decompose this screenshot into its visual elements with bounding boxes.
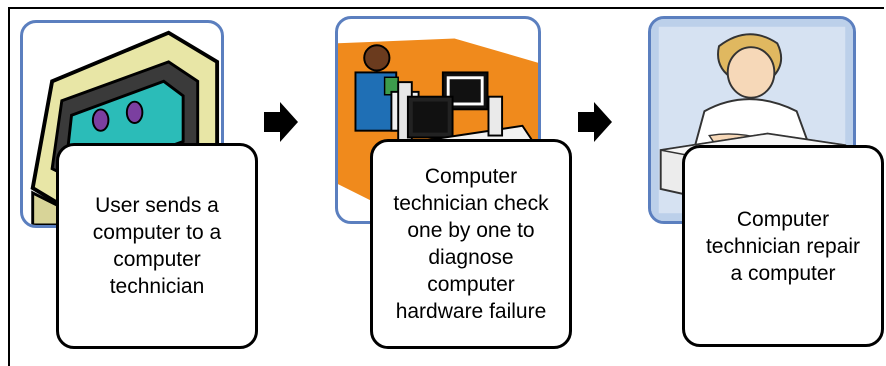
- frame-top-border: [8, 7, 884, 9]
- step-3-box: Computer technician repair a computer: [682, 145, 884, 347]
- frame-left-border: [8, 7, 10, 366]
- arrow-right-icon: [264, 102, 298, 142]
- step-2-text: Computer technician check one by one to …: [393, 165, 549, 323]
- step-1-box: User sends a computer to a computer tech…: [56, 143, 258, 349]
- step-2-box: Computer technician check one by one to …: [370, 139, 572, 349]
- step-3-text: Computer technician repair a computer: [705, 207, 861, 285]
- arrow-right-icon: [578, 102, 612, 142]
- step-1-text: User sends a computer to a computer tech…: [92, 194, 222, 298]
